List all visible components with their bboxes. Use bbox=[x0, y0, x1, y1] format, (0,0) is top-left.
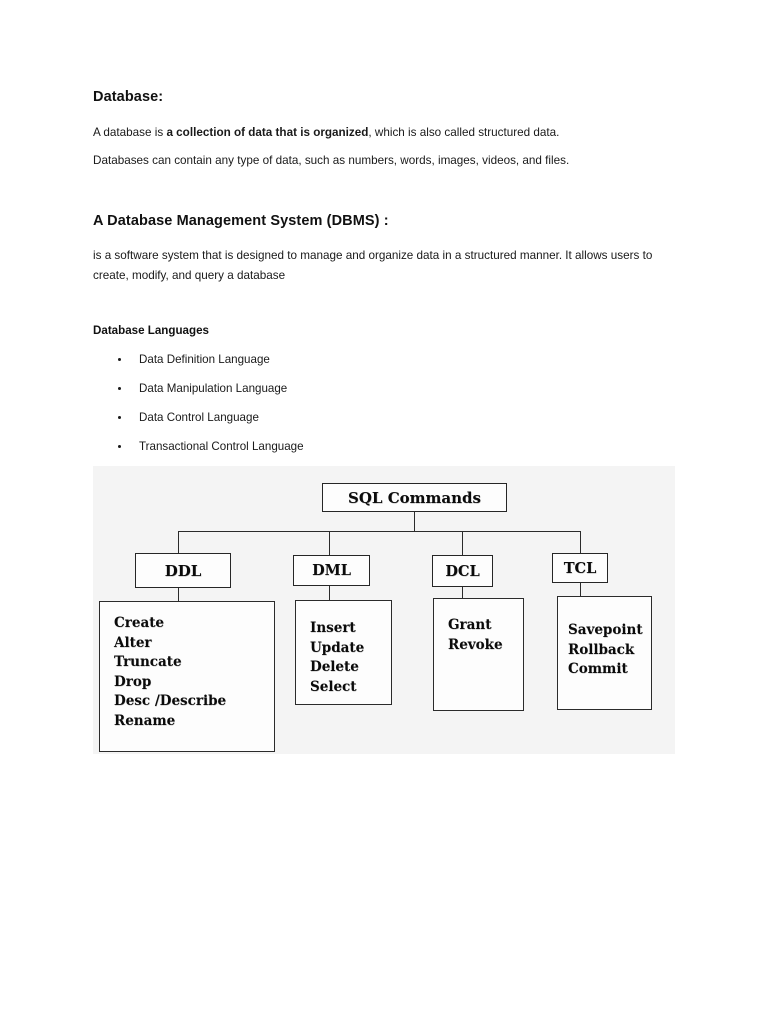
para1-post: , which is also called structured data. bbox=[368, 126, 560, 139]
diagram-command: Savepoint bbox=[568, 622, 643, 638]
diagram-node-tcl: TCL bbox=[552, 553, 608, 583]
diagram-command: Grant bbox=[448, 617, 492, 633]
diagram-list-tcl: Savepoint Rollback Commit bbox=[557, 596, 652, 710]
connector-tcl-to-list bbox=[580, 583, 582, 596]
bullet-icon bbox=[118, 445, 122, 449]
diagram-list-dcl: Grant Revoke bbox=[433, 598, 524, 711]
diagram-node-root: SQL Commands bbox=[322, 483, 507, 512]
list-item: Transactional Control Language bbox=[93, 440, 513, 458]
diagram-command: Revoke bbox=[448, 636, 503, 653]
list-item: Data Manipulation Language bbox=[93, 382, 513, 400]
list-item-label: Data Definition Language bbox=[139, 353, 270, 366]
diagram-command: Select bbox=[310, 678, 357, 695]
connector-dml-to-list bbox=[329, 586, 331, 600]
connector-drop-tcl bbox=[580, 531, 582, 553]
diagram-node-ddl: DDL bbox=[135, 553, 231, 588]
sql-commands-diagram: SQL Commands DDL Create Alter Truncate D… bbox=[93, 466, 675, 754]
diagram-list-dml: Insert Update Delete Select bbox=[295, 600, 392, 705]
connector-drop-ddl bbox=[178, 531, 180, 553]
diagram-command: Drop bbox=[114, 673, 152, 690]
diagram-list-ddl: Create Alter Truncate Drop Desc /Describ… bbox=[99, 601, 275, 752]
connector-root-stem bbox=[414, 512, 416, 532]
diagram-command: Desc /Describe bbox=[114, 693, 227, 709]
bullet-icon bbox=[118, 416, 122, 420]
paragraph-database-contents: Databases can contain any type of data, … bbox=[93, 154, 570, 167]
para1-bold-run: a collection of data that is organized bbox=[166, 126, 369, 139]
diagram-command: Commit bbox=[568, 661, 628, 677]
connector-dcl-to-list bbox=[462, 587, 464, 598]
heading-database: Database: bbox=[93, 89, 164, 105]
connector-drop-dml bbox=[329, 531, 331, 555]
diagram-command: Rename bbox=[114, 712, 176, 729]
list-item-label: Data Manipulation Language bbox=[139, 382, 288, 395]
diagram-command: Truncate bbox=[114, 654, 182, 670]
diagram-command: Delete bbox=[310, 659, 359, 675]
heading-database-languages: Database Languages bbox=[93, 324, 209, 337]
diagram-command: Alter bbox=[114, 634, 152, 651]
diagram-node-dcl: DCL bbox=[432, 555, 493, 587]
diagram-command: Create bbox=[114, 615, 165, 631]
diagram-command: Rollback bbox=[568, 641, 635, 658]
connector-bus bbox=[178, 531, 581, 533]
heading-dbms: A Database Management System (DBMS) : bbox=[93, 213, 389, 229]
bullet-icon bbox=[118, 358, 122, 362]
list-item-label: Data Control Language bbox=[139, 411, 259, 424]
paragraph-dbms-definition: is a software system that is designed to… bbox=[93, 249, 653, 282]
list-item: Data Definition Language bbox=[93, 353, 513, 371]
diagram-node-dml: DML bbox=[293, 555, 370, 586]
paragraph-database-definition: A database is a collection of data that … bbox=[93, 123, 678, 143]
para1-pre: A database is bbox=[93, 126, 167, 139]
connector-drop-dcl bbox=[462, 531, 464, 555]
diagram-command: Insert bbox=[310, 620, 356, 636]
list-item: Data Control Language bbox=[93, 411, 513, 429]
list-item-label: Transactional Control Language bbox=[139, 440, 304, 453]
connector-ddl-to-list bbox=[178, 588, 180, 601]
bullet-icon bbox=[118, 387, 122, 391]
diagram-command: Update bbox=[310, 639, 365, 656]
